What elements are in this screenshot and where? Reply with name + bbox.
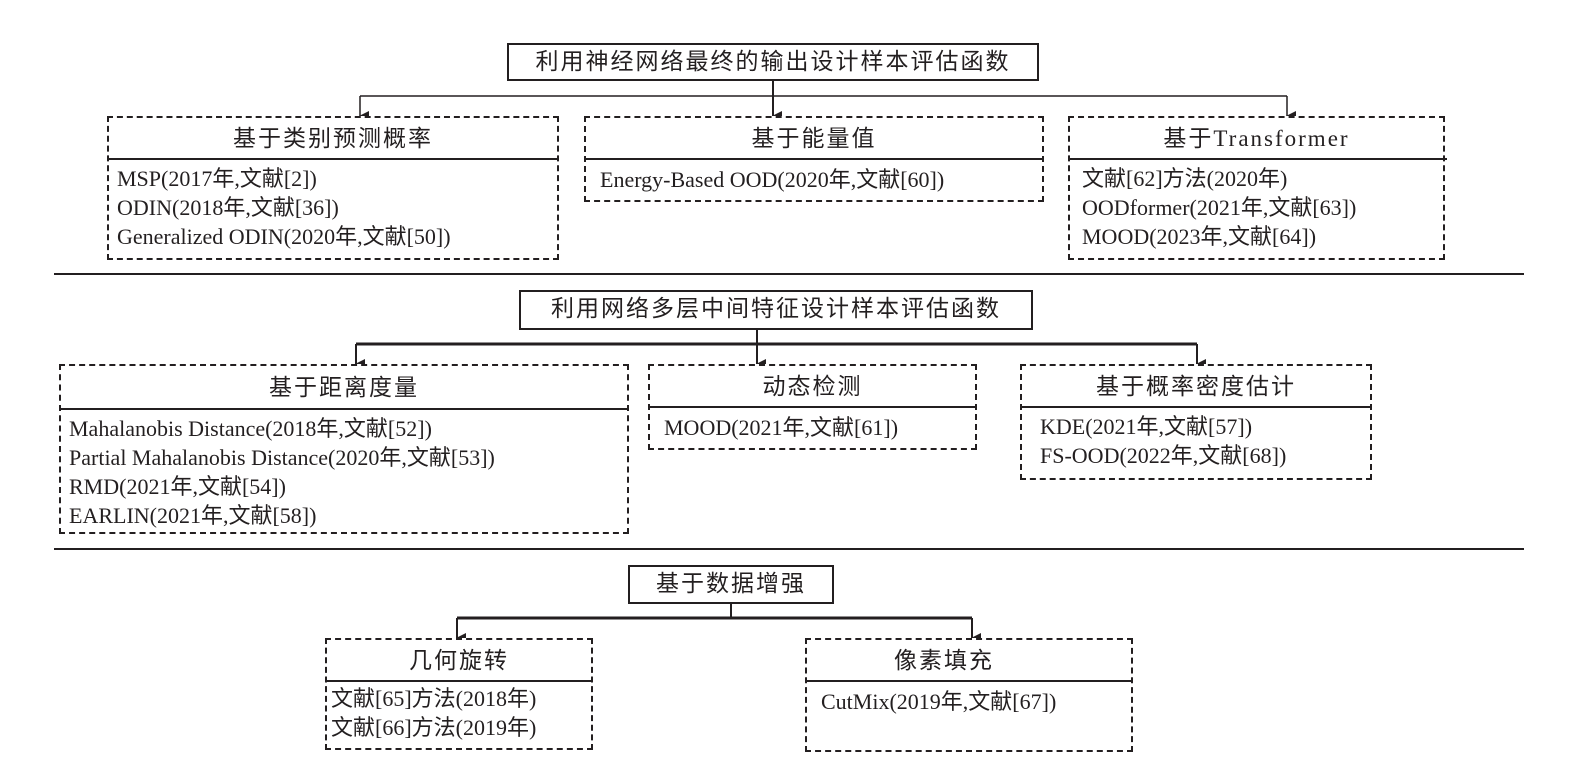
category-title: 动态检测 [762,374,863,399]
category-items: 文献[65]方法(2018年) 文献[66]方法(2019年) [331,684,587,742]
list-item: MOOD(2021年,文献[61]) [664,415,899,440]
list-item: Generalized ODIN(2020年,文献[50]) [117,224,451,249]
section-separator [54,273,1524,275]
category-divider [325,680,593,682]
section-2-connectors [355,329,1206,369]
category-title: 基于Transformer [1163,126,1350,151]
category-divider [648,406,977,408]
category-items: MSP(2017年,文献[2]) ODIN(2018年,文献[36]) Gene… [117,164,553,251]
list-item: Energy-Based OOD(2020年,文献[60]) [600,167,945,192]
category-dynamic-detection: 动态检测 MOOD(2021年,文献[61]) [648,364,977,450]
category-divider [1068,158,1447,160]
category-items: Energy-Based OOD(2020年,文献[60]) [600,165,1038,194]
root-label: 利用神经网络最终的输出设计样本评估函数 [535,49,1011,74]
category-distance-metric: 基于距离度量 Mahalanobis Distance(2018年,文献[52]… [59,364,629,534]
list-item: MOOD(2023年,文献[64]) [1082,224,1317,249]
category-class-probability: 基于类别预测概率 MSP(2017年,文献[2]) ODIN(2018年,文献[… [107,116,559,260]
list-item: 文献[66]方法(2019年) [331,715,537,740]
category-divider [584,158,1044,160]
category-title: 基于概率密度估计 [1096,374,1296,399]
list-item: KDE(2021年,文献[57]) [1040,414,1253,439]
category-items: MOOD(2021年,文献[61]) [664,413,971,442]
category-items: KDE(2021年,文献[57]) FS-OOD(2022年,文献[68]) [1040,412,1366,470]
category-title: 基于距离度量 [269,375,419,400]
category-divider [1020,406,1372,408]
category-title: 像素填充 [894,648,994,673]
list-item: CutMix(2019年,文献[67]) [821,689,1057,714]
root-node-final-output: 利用神经网络最终的输出设计样本评估函数 [507,43,1039,81]
category-items: 文献[62]方法(2020年) OODformer(2021年,文献[63]) … [1082,164,1439,251]
list-item: 文献[62]方法(2020年) [1082,166,1288,191]
list-item: MSP(2017年,文献[2]) [117,166,317,191]
category-probability-density: 基于概率密度估计 KDE(2021年,文献[57]) FS-OOD(2022年,… [1020,364,1372,480]
root-node-intermediate-features: 利用网络多层中间特征设计样本评估函数 [519,290,1033,330]
category-energy: 基于能量值 Energy-Based OOD(2020年,文献[60]) [584,116,1044,202]
list-item: Partial Mahalanobis Distance(2020年,文献[53… [69,445,495,470]
list-item: 文献[65]方法(2018年) [331,686,537,711]
category-items: CutMix(2019年,文献[67]) [821,687,1127,716]
category-pixel-fill: 像素填充 CutMix(2019年,文献[67]) [805,638,1133,752]
category-items: Mahalanobis Distance(2018年,文献[52]) Parti… [69,414,623,530]
category-title: 基于能量值 [751,126,877,151]
category-divider [107,158,559,160]
root-label: 利用网络多层中间特征设计样本评估函数 [551,296,1001,321]
list-item: FS-OOD(2022年,文献[68]) [1040,443,1287,468]
list-item: EARLIN(2021年,文献[58]) [69,503,317,528]
category-transformer: 基于Transformer 文献[62]方法(2020年) OODformer(… [1068,116,1447,260]
root-label: 基于数据增强 [656,571,806,596]
list-item: Mahalanobis Distance(2018年,文献[52]) [69,416,432,441]
category-title: 几何旋转 [409,648,509,673]
list-item: ODIN(2018年,文献[36]) [117,195,339,220]
section-separator [54,548,1524,550]
category-title: 基于类别预测概率 [233,126,433,151]
category-divider [805,680,1133,682]
section-3-connectors [456,603,981,643]
section-1-connectors [359,80,1296,121]
root-node-data-augmentation: 基于数据增强 [628,565,834,604]
list-item: OODformer(2021年,文献[63]) [1082,195,1357,220]
category-divider [59,408,629,410]
list-item: RMD(2021年,文献[54]) [69,474,286,499]
category-geometric-rotation: 几何旋转 文献[65]方法(2018年) 文献[66]方法(2019年) [325,638,593,750]
